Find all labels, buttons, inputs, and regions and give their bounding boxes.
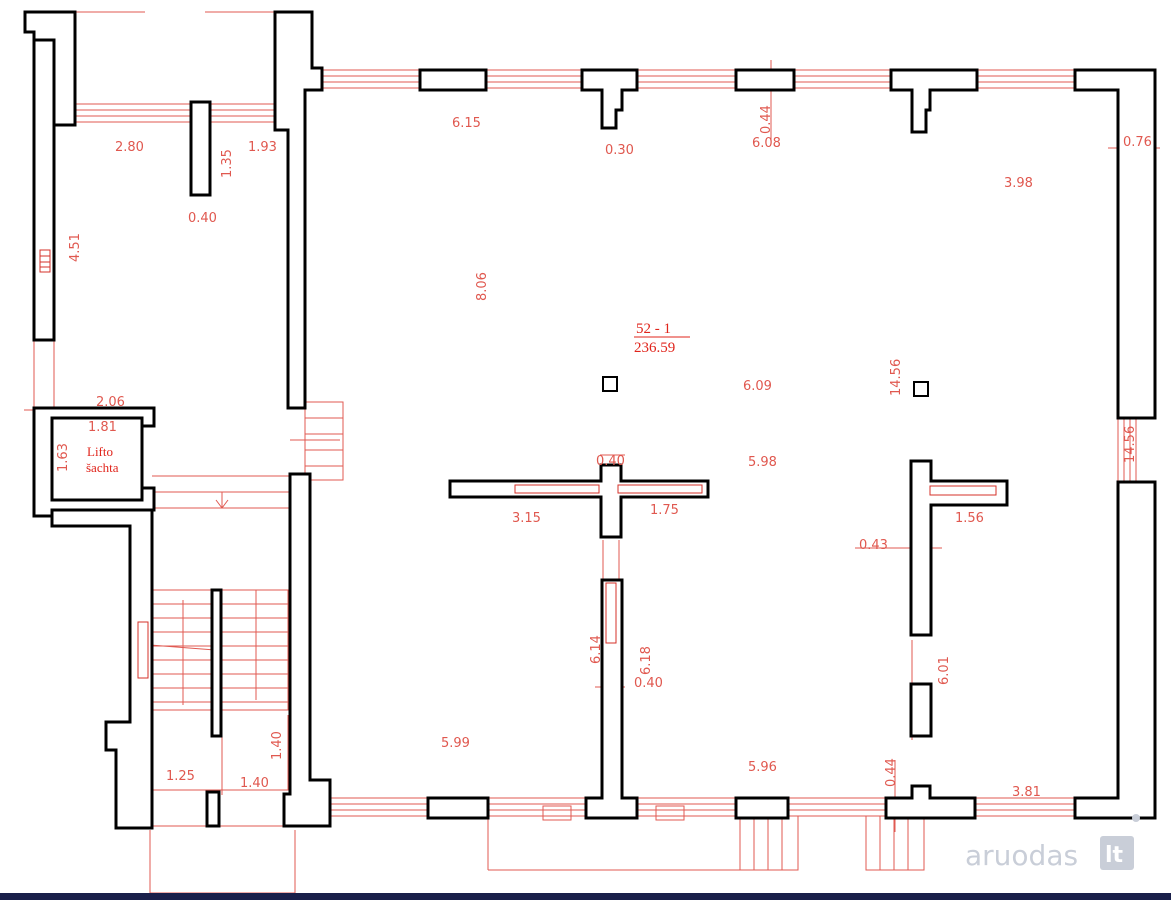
footer-bar [0,893,1171,900]
wall-stair-divider [210,588,223,738]
dim-label: 3.81 [1012,785,1041,800]
dim-label: 0.30 [605,143,634,158]
dim-label: 1.25 [166,769,195,784]
dim-label: 2.80 [115,140,144,155]
column-small-right [913,381,929,397]
dim-label: 6.14 [589,635,604,664]
dim-label: 1.40 [240,776,269,791]
pillar-top-1 [580,68,639,130]
dim-label: 14.56 [889,359,904,396]
pillar-top-2 [889,68,979,134]
dim-label: 6.01 [937,656,952,685]
dim-label: 0.76 [1123,135,1152,150]
dimension-texts: 6.15 0.30 0.44 6.08 0.76 3.98 2.80 1.35 … [56,105,1152,800]
wall-right-lower [1073,480,1157,820]
room-id: 52 - 1 [636,321,671,337]
dim-label: 2.06 [96,395,125,410]
dim-label: 0.43 [859,538,888,553]
dim-label: 6.15 [452,116,481,131]
dim-label: 5.98 [748,455,777,470]
column-upper-left [189,100,212,197]
dim-label: 0.40 [634,676,663,691]
dim-label: 1.81 [88,420,117,435]
wall-top-1 [418,68,488,92]
dim-label: 6.08 [752,136,781,151]
wall-bottom-1 [426,796,490,820]
dim-label: 14.56 [1123,426,1138,463]
watermark: aruodas lt [965,814,1140,872]
wall-interior-right-low [909,682,933,738]
wall-interior-cross [448,463,710,539]
wall-main-left-lower [282,472,332,828]
column-stair-bottom [205,790,221,828]
wall-left-inner [32,38,56,342]
walls [23,10,1157,830]
wall-lift-inner [50,416,144,502]
watermark-brand: aruodas [965,839,1078,872]
dim-label: 8.06 [475,272,490,301]
dim-label: 6.18 [639,646,654,675]
wall-right-upper [1073,68,1157,420]
wall-main-left [273,10,324,410]
wall-bottom-2 [734,796,790,820]
dim-label: 0.40 [188,211,217,226]
lift-label-2: šachta [86,460,119,475]
wall-top-2 [734,68,796,92]
dim-label: 1.93 [248,140,277,155]
dim-label: 0.44 [884,758,899,787]
dim-label: 5.99 [441,736,470,751]
dim-label: 3.15 [512,511,541,526]
wall-hatching [39,249,997,679]
lift-label: Lifto [87,444,113,459]
wall-interior-right [909,459,1009,637]
wall-stair-left [50,508,154,830]
dim-label: 4.51 [68,233,83,262]
watermark-suffix: lt [1105,843,1124,868]
pillar-bottom-1 [584,578,639,820]
pillar-bottom-2 [884,784,977,820]
dim-label: 1.56 [955,511,984,526]
dim-label: 0.40 [596,454,625,469]
room-area: 236.59 [634,340,675,356]
dim-label: 1.35 [220,149,235,178]
dim-label: 6.09 [743,379,772,394]
column-small-left [602,376,618,392]
room-label: 52 - 1 236.59 Lifto šachta [86,321,690,475]
dim-label: 1.63 [56,443,71,472]
dim-label: 3.98 [1004,176,1033,191]
dim-label: 0.44 [759,105,774,134]
dim-label: 5.96 [748,760,777,775]
dim-label: 1.75 [650,503,679,518]
watermark-lt-box [1100,836,1134,870]
watermark-dot-icon [1132,814,1140,822]
dim-label: 1.40 [270,731,285,760]
